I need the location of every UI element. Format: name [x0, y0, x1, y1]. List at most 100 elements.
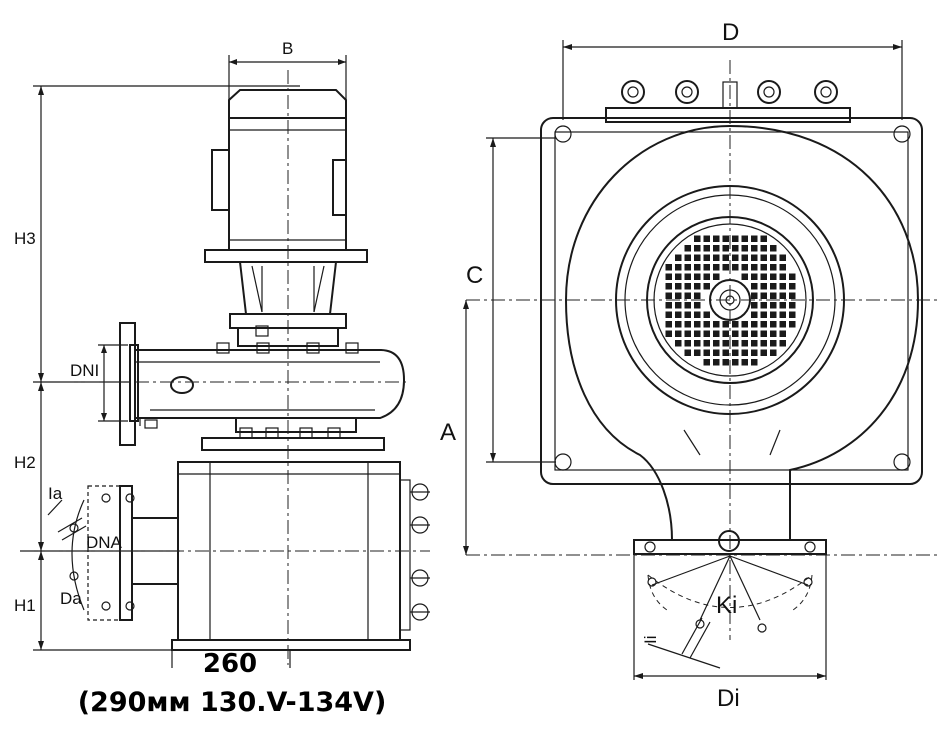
grille-cell	[751, 340, 758, 347]
grille-cell	[703, 311, 710, 318]
grille-cell	[770, 321, 777, 328]
dimension-c: C	[466, 137, 556, 463]
mounting-plate	[540, 117, 923, 485]
grille-cell	[732, 359, 739, 366]
grille-cell	[665, 273, 672, 280]
grille-cell	[732, 235, 739, 242]
grille-cell	[751, 321, 758, 328]
grille-cell	[675, 273, 682, 280]
grille-cell	[694, 330, 701, 337]
grille-cell	[741, 349, 748, 356]
grille-cell	[779, 283, 786, 290]
grille-cell	[713, 359, 720, 366]
grille-cell	[770, 292, 777, 299]
grille-cell	[760, 321, 767, 328]
grille-cell	[675, 292, 682, 299]
tank-body	[171, 461, 430, 651]
label-h1: H1	[14, 596, 36, 615]
grille-cell	[779, 292, 786, 299]
grille-cell	[675, 340, 682, 347]
grille-cell	[770, 349, 777, 356]
grille-cell	[732, 264, 739, 271]
grille-cell	[760, 340, 767, 347]
grille-cell	[684, 311, 691, 318]
grille-cell	[722, 245, 729, 252]
grille-cell	[703, 340, 710, 347]
grille-cell	[779, 330, 786, 337]
grille-cell	[779, 321, 786, 328]
grille-cell	[694, 264, 701, 271]
grille-cell	[779, 311, 786, 318]
label-ia: Ia	[48, 484, 63, 503]
grille-cell	[751, 283, 758, 290]
grille-cell	[741, 264, 748, 271]
grille-cell	[675, 283, 682, 290]
grille-cell	[751, 302, 758, 309]
side-view: B H3 H2 H1	[14, 39, 430, 668]
grille-cell	[684, 283, 691, 290]
grille-cell	[779, 302, 786, 309]
grille-cell	[665, 283, 672, 290]
grille-cell	[675, 264, 682, 271]
grille-cell	[751, 330, 758, 337]
grille-cell	[760, 330, 767, 337]
grille-cell	[684, 340, 691, 347]
grille-cell	[751, 254, 758, 261]
grille-cell	[741, 321, 748, 328]
grille-cell	[694, 311, 701, 318]
grille-cell	[694, 302, 701, 309]
grille-cell	[770, 245, 777, 252]
label-dni: DNI	[70, 361, 99, 380]
casing-bolts	[216, 342, 359, 354]
grille-cell	[760, 235, 767, 242]
grille-cell	[675, 330, 682, 337]
side-lugs	[410, 483, 430, 621]
label-d: D	[722, 19, 739, 46]
grille-cell	[789, 311, 796, 318]
grille-cell	[722, 321, 729, 328]
lifting-eyes	[605, 80, 851, 123]
grille-cell	[694, 273, 701, 280]
grille-cell	[675, 311, 682, 318]
grille-cell	[760, 264, 767, 271]
grille-cell	[789, 292, 796, 299]
grille-cell	[770, 264, 777, 271]
grille-cell	[722, 359, 729, 366]
grille-cell	[703, 349, 710, 356]
caption-size: 260	[203, 649, 257, 679]
grille-cell	[760, 283, 767, 290]
grille-cell	[703, 283, 710, 290]
grille-cell	[684, 254, 691, 261]
grille-cell	[751, 273, 758, 280]
grille-cell	[713, 330, 720, 337]
grille-cell	[779, 340, 786, 347]
grille-cell	[751, 311, 758, 318]
grille-cell	[722, 264, 729, 271]
grille-cell	[779, 273, 786, 280]
grille-cell	[770, 302, 777, 309]
label-da: Da	[60, 589, 82, 608]
grille-cell	[770, 254, 777, 261]
grille-cell	[694, 321, 701, 328]
grille-cell	[713, 245, 720, 252]
grille-cell	[760, 254, 767, 261]
grille-cell	[722, 330, 729, 337]
outlet-nozzle	[47, 485, 179, 621]
grille-cell	[703, 359, 710, 366]
flange-holes	[69, 493, 135, 611]
grille-cell	[694, 245, 701, 252]
grille-cell	[732, 254, 739, 261]
grille-cell	[694, 235, 701, 242]
grille-cell	[703, 321, 710, 328]
grille-cell	[665, 264, 672, 271]
grille-cell	[703, 245, 710, 252]
grille-cell	[741, 330, 748, 337]
grille-cell	[751, 359, 758, 366]
grille-cell	[684, 321, 691, 328]
grille-cell	[741, 254, 748, 261]
motor	[204, 89, 368, 263]
grille-cell	[703, 235, 710, 242]
grille-cell	[741, 235, 748, 242]
grille-cell	[713, 264, 720, 271]
